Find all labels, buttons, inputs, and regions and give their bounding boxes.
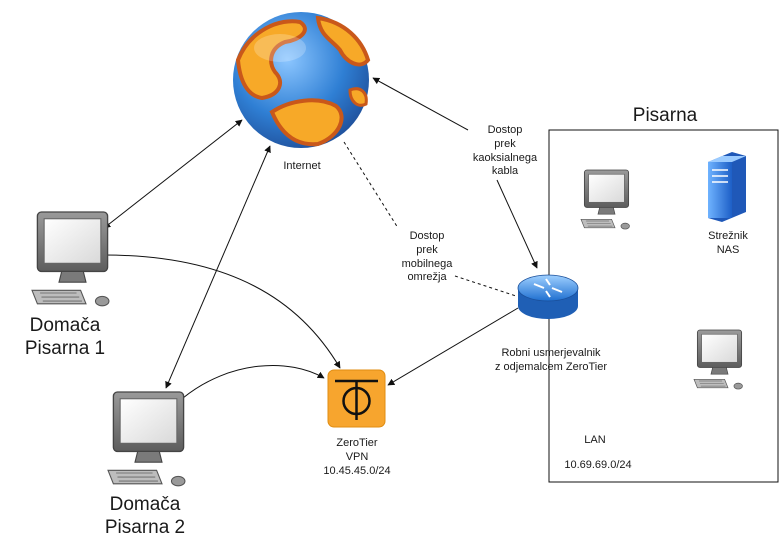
connections <box>103 77 538 399</box>
coax-router-link <box>496 179 538 269</box>
server-icon <box>708 152 746 222</box>
router-icon <box>517 274 579 319</box>
lan-label: LAN <box>584 434 606 446</box>
home1-zerotier-link <box>103 254 341 369</box>
mobile-access-label: Dostop prek mobilnega omrežja <box>401 230 453 284</box>
coax-access-label: Dostop prek kaoksialnega kabla <box>472 124 538 178</box>
desktop-computer-icon <box>31 211 110 307</box>
home2-zerotier-link <box>182 364 325 399</box>
desktop-computer-icon <box>107 391 186 487</box>
home-office-2-label: Domača Pisarna 2 <box>104 494 186 538</box>
home1-internet-link <box>103 119 243 229</box>
home-office-1-label: Domača Pisarna 1 <box>24 315 106 359</box>
router-label: Robni usmerjevalnik z odjemalcem ZeroTie… <box>494 347 608 373</box>
internet-label: Internet <box>283 160 321 172</box>
zerotier-logo-icon <box>327 369 386 428</box>
internet-coax-link <box>372 77 469 131</box>
globe-icon <box>233 12 371 148</box>
office-title: Pisarna <box>632 105 698 126</box>
mobile-link <box>343 141 517 297</box>
home2-internet-link <box>165 145 271 389</box>
router-zerotier-link <box>387 307 519 386</box>
zerotier-label: ZeroTier VPN 10.45.45.0/24 <box>323 437 391 477</box>
server-label: Strežnik NAS <box>708 230 748 256</box>
lan-subnet-label: 10.69.69.0/24 <box>564 459 632 471</box>
